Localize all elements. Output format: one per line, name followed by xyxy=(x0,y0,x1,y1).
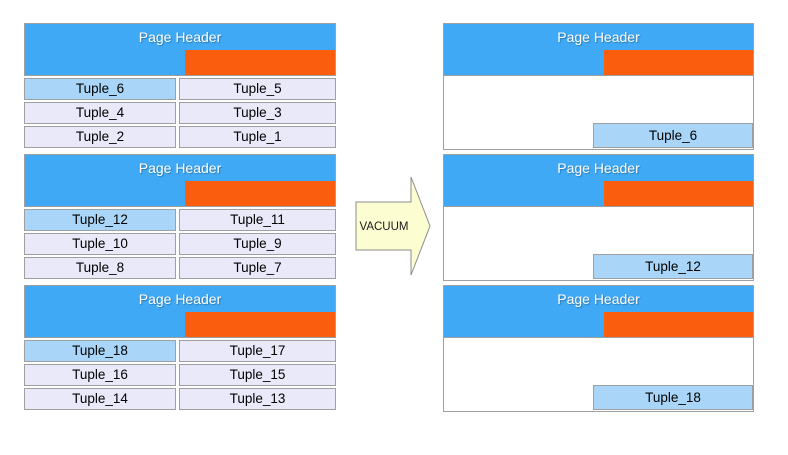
tuple-grid: Tuple_18 Tuple_17 Tuple_16 Tuple_15 Tupl… xyxy=(24,340,336,410)
tuple-cell: Tuple_2 xyxy=(24,126,176,148)
page-header-label: Page Header xyxy=(138,291,222,307)
tuple-cell: Tuple_9 xyxy=(179,233,336,255)
page-header-label: Page Header xyxy=(557,160,640,176)
tuple-cell-highlighted: Tuple_6 xyxy=(593,123,753,148)
tuple-cell: Tuple_13 xyxy=(179,388,336,410)
tuple-cell-highlighted: Tuple_12 xyxy=(24,209,176,231)
tuple-cell: Tuple_4 xyxy=(24,102,176,124)
page-header-block: Page Header xyxy=(24,154,336,207)
dead-space-block xyxy=(185,312,335,337)
tuple-cell: Tuple_3 xyxy=(179,102,336,124)
vacuum-arrow: VACUUM xyxy=(355,176,433,278)
page-header-label: Page Header xyxy=(557,29,640,45)
pages-before-vacuum: Page Header Tuple_6 Tuple_5 Tuple_4 Tupl… xyxy=(24,23,336,416)
heap-page-after-1: Page Header Tuple_6 xyxy=(443,23,754,150)
heap-page-before-3: Page Header Tuple_18 Tuple_17 Tuple_16 T… xyxy=(24,285,336,411)
tuple-grid: Tuple_6 Tuple_5 Tuple_4 Tuple_3 Tuple_2 … xyxy=(24,78,336,148)
tuple-cell: Tuple_1 xyxy=(179,126,336,148)
tuple-cell: Tuple_10 xyxy=(24,233,176,255)
tuple-cell: Tuple_8 xyxy=(24,257,176,279)
vacuum-arrow-shape: VACUUM xyxy=(355,176,431,276)
heap-page-after-3: Page Header Tuple_18 xyxy=(443,285,754,412)
tuple-cell: Tuple_11 xyxy=(179,209,336,231)
page-header-block: Page Header xyxy=(443,285,754,338)
dead-space-block xyxy=(604,312,753,337)
heap-page-after-2: Page Header Tuple_12 xyxy=(443,154,754,281)
block-arrow-right-icon xyxy=(355,176,431,276)
page-header-label: Page Header xyxy=(138,160,222,176)
page-header-block: Page Header xyxy=(443,23,754,76)
heap-page-before-2: Page Header Tuple_12 Tuple_11 Tuple_10 T… xyxy=(24,154,336,280)
page-header-block: Page Header xyxy=(24,285,336,338)
page-header-block: Page Header xyxy=(443,154,754,207)
dead-space-block xyxy=(604,50,753,75)
tuple-cell: Tuple_16 xyxy=(24,364,176,386)
dead-space-block xyxy=(185,50,335,75)
tuple-cell-highlighted: Tuple_12 xyxy=(593,254,753,279)
tuple-grid: Tuple_12 Tuple_11 Tuple_10 Tuple_9 Tuple… xyxy=(24,209,336,279)
heap-page-before-1: Page Header Tuple_6 Tuple_5 Tuple_4 Tupl… xyxy=(24,23,336,149)
page-header-block: Page Header xyxy=(24,23,336,76)
dead-space-block xyxy=(185,181,335,206)
page-header-label: Page Header xyxy=(557,291,640,307)
page-header-label: Page Header xyxy=(138,29,222,45)
tuple-cell: Tuple_5 xyxy=(179,78,336,100)
pages-after-vacuum: Page Header Tuple_6 Page Header Tuple_12… xyxy=(443,23,754,416)
vacuum-arrow-label: VACUUM xyxy=(360,221,409,233)
tuple-cell-highlighted: Tuple_6 xyxy=(24,78,176,100)
tuple-cell: Tuple_17 xyxy=(179,340,336,362)
tuple-cell-highlighted: Tuple_18 xyxy=(24,340,176,362)
tuple-cell: Tuple_7 xyxy=(179,257,336,279)
dead-space-block xyxy=(604,181,753,206)
tuple-cell: Tuple_14 xyxy=(24,388,176,410)
tuple-cell-highlighted: Tuple_18 xyxy=(593,385,753,410)
tuple-cell: Tuple_15 xyxy=(179,364,336,386)
